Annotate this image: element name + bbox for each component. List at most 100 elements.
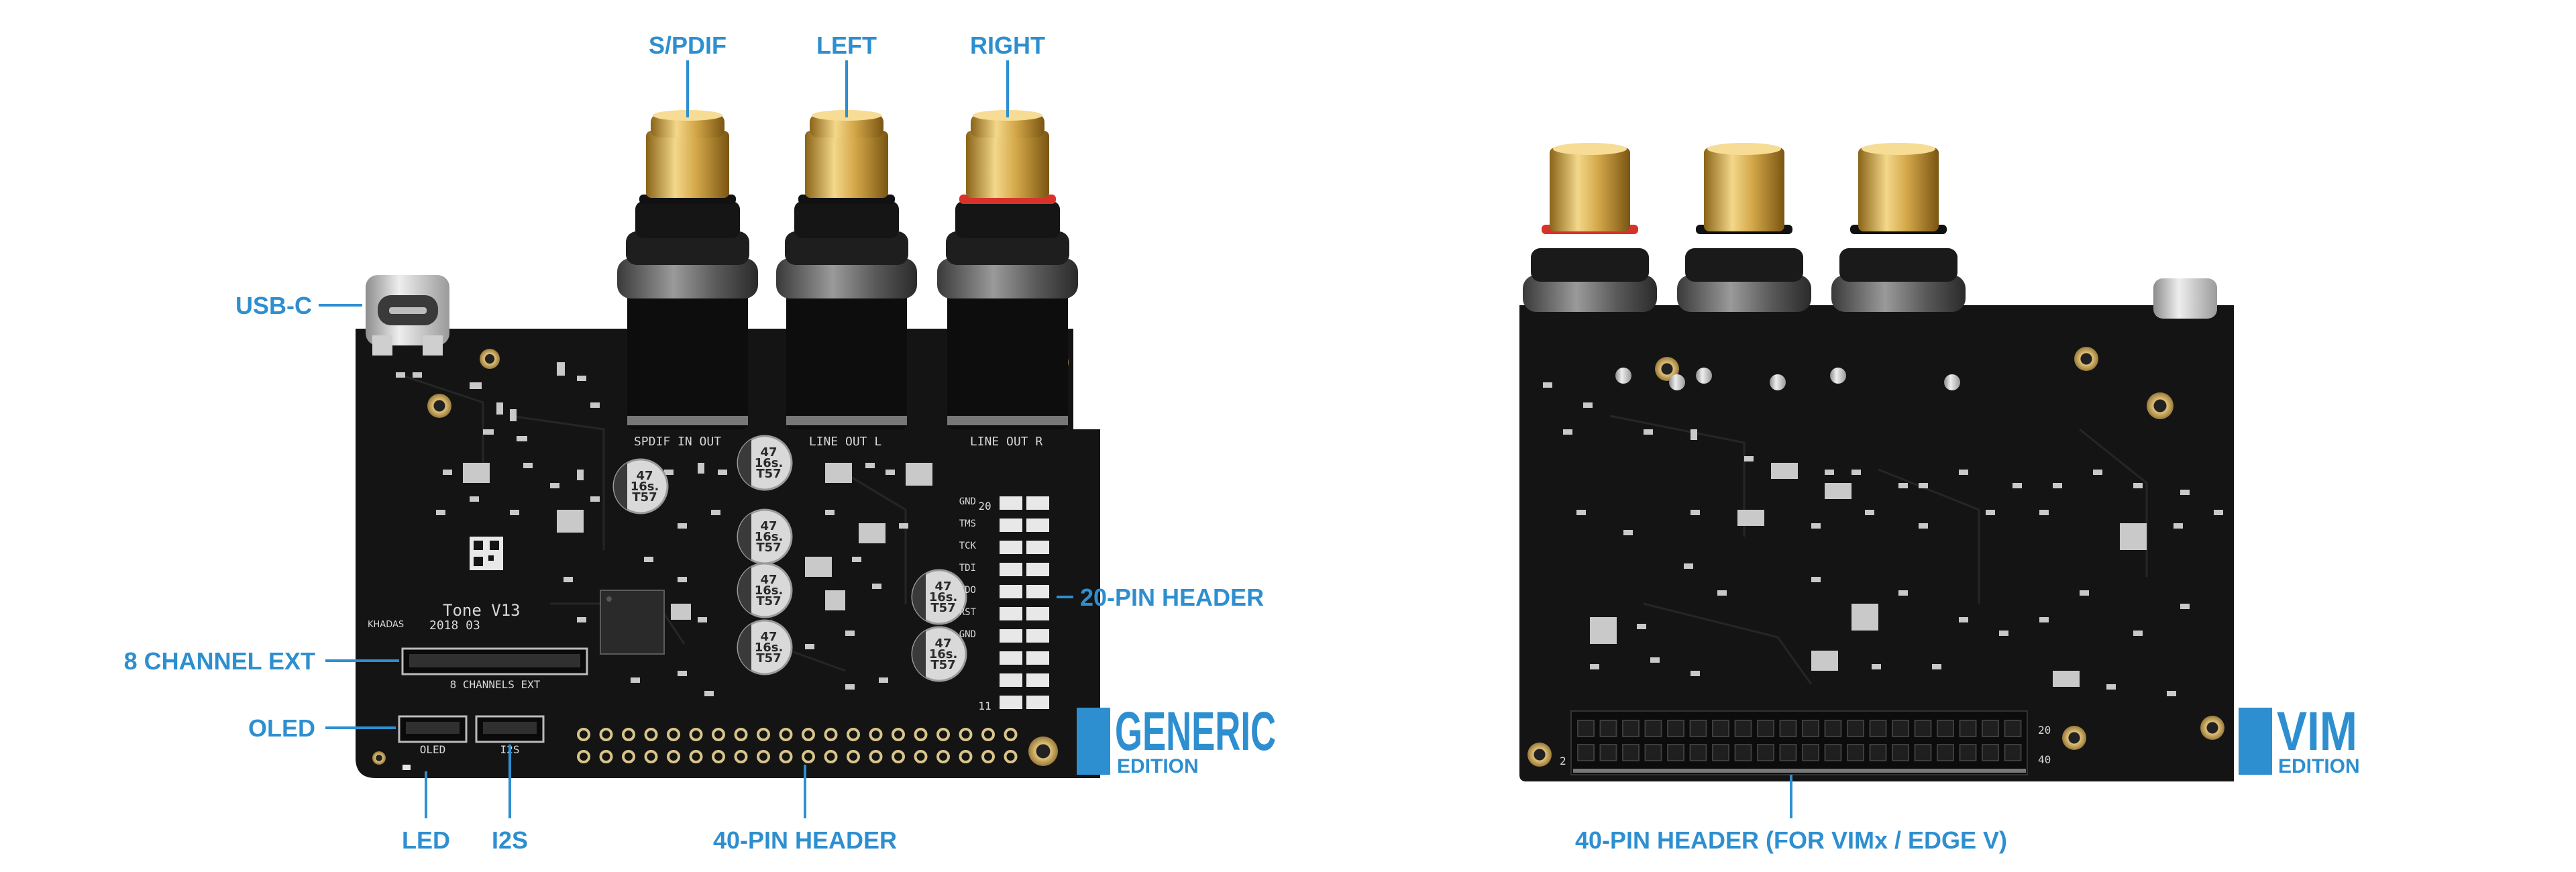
- header-pin-hole: [712, 728, 725, 741]
- capacitor-marking: 47: [934, 580, 951, 594]
- smd-component: [1623, 530, 1633, 535]
- silk-line-out-l: LINE OUT L: [809, 435, 882, 449]
- header-pin-hole: [1004, 750, 1018, 763]
- smd-component: [2053, 671, 2080, 687]
- header-socket: [1847, 720, 1864, 737]
- rca-jack-left: [776, 110, 917, 429]
- smd-component: [678, 523, 687, 529]
- header-pin-hole: [847, 750, 860, 763]
- smd-component: [1851, 470, 1861, 475]
- smd-component: [678, 577, 687, 582]
- smd-component: [631, 677, 640, 683]
- edition-subtitle-vim: EDITION: [2278, 755, 2360, 777]
- smd-component: [510, 409, 517, 421]
- smd-component: [2039, 510, 2049, 515]
- smd-component: [845, 631, 855, 636]
- vim-edition-badge: VIM EDITION: [2239, 701, 2360, 777]
- smd-component: [1737, 510, 1764, 526]
- smd-component: [2133, 483, 2143, 488]
- smd-component: [2180, 490, 2190, 495]
- jtag-pad: [1026, 673, 1049, 687]
- silk-khadas: KHADAS: [368, 620, 404, 630]
- header-pin-hole: [936, 750, 950, 763]
- capacitor-marking: T57: [756, 594, 781, 608]
- smd-component: [1851, 604, 1878, 631]
- header-pin-hole: [577, 750, 590, 763]
- silk-vim-pin-2: 2: [1560, 755, 1566, 767]
- smd-component: [865, 463, 875, 468]
- capacitor-marking: 16s.: [929, 590, 958, 604]
- silk-board-date: 2018 03: [429, 618, 480, 633]
- rca-jack-spdif: [617, 110, 758, 429]
- smd-component: [1583, 402, 1593, 408]
- smd-component: [1650, 657, 1660, 663]
- label-twenty-pin-header: 20-PIN HEADER: [1080, 584, 1264, 611]
- smd-component: [852, 557, 861, 562]
- jtag-pad: [1000, 696, 1022, 709]
- smd-component: [590, 496, 600, 502]
- label-i2s: I2S: [492, 826, 528, 854]
- smd-component: [2167, 691, 2176, 696]
- label-eight-channel-ext: 8 CHANNEL EXT: [124, 647, 315, 675]
- header-socket: [2004, 720, 2022, 737]
- smd-component: [845, 684, 855, 690]
- silk-oled: OLED: [420, 743, 446, 756]
- jtag-pin-label: TDO: [959, 585, 976, 596]
- smd-component: [577, 376, 586, 381]
- capacitor-marking: T57: [930, 658, 955, 672]
- smd-component: [1919, 483, 1928, 488]
- header-pin-hole: [779, 750, 793, 763]
- smd-component: [2174, 523, 2183, 529]
- smd-component: [443, 470, 452, 475]
- smd-component: [1825, 483, 1851, 499]
- jtag-pad: [1000, 585, 1022, 598]
- edition-subtitle-generic: EDITION: [1117, 755, 1199, 777]
- smd-component: [825, 463, 852, 483]
- rca-jack-spdif-back: [1831, 143, 1966, 312]
- smd-component: [1637, 624, 1646, 629]
- smd-component: [1590, 664, 1599, 669]
- jtag-pin-label: GND: [959, 496, 976, 507]
- smd-component: [1690, 671, 1700, 676]
- smd-component: [590, 402, 600, 408]
- jtag-pad: [1000, 541, 1022, 554]
- mount-hole: [2147, 392, 2174, 419]
- smd-component: [2080, 590, 2089, 596]
- capacitor-marking: 47: [934, 637, 951, 651]
- smd-component: [879, 677, 888, 683]
- smd-component: [704, 691, 714, 696]
- header-socket: [1959, 720, 1977, 737]
- jtag-pad: [1026, 607, 1049, 620]
- capacitor-marking: 16s.: [755, 641, 784, 655]
- oled-connector: [398, 715, 468, 743]
- jtag-pad: [1000, 673, 1022, 687]
- header-socket: [1667, 720, 1684, 737]
- rca-jack-right: [937, 110, 1078, 429]
- silk-board-name: Tone V13: [443, 601, 521, 620]
- smd-component: [1811, 577, 1821, 582]
- header-socket: [1982, 744, 1999, 761]
- smd-component: [1811, 651, 1838, 671]
- capacitor-marking: 47: [760, 630, 777, 644]
- jtag-pad: [1000, 629, 1022, 643]
- label-usb-c: USB-C: [235, 292, 312, 319]
- capacitor-marking: T57: [756, 651, 781, 665]
- smd-component: [899, 523, 908, 529]
- jack-solder-leg: [1944, 374, 1960, 390]
- edition-title-vim: VIM: [2277, 701, 2357, 762]
- header-socket: [1937, 720, 1954, 737]
- jack-solder-leg: [1770, 374, 1786, 390]
- capacitor-marking: T57: [930, 601, 955, 615]
- capacitor-marking: 16s.: [929, 647, 958, 661]
- led: [402, 765, 411, 770]
- label-right: RIGHT: [970, 32, 1045, 59]
- smd-component: [805, 644, 814, 649]
- header-pin-hole: [644, 750, 658, 763]
- header-pin-hole: [914, 728, 928, 741]
- header-pin-hole: [847, 728, 860, 741]
- header-socket: [1622, 720, 1640, 737]
- smd-component: [1919, 523, 1928, 529]
